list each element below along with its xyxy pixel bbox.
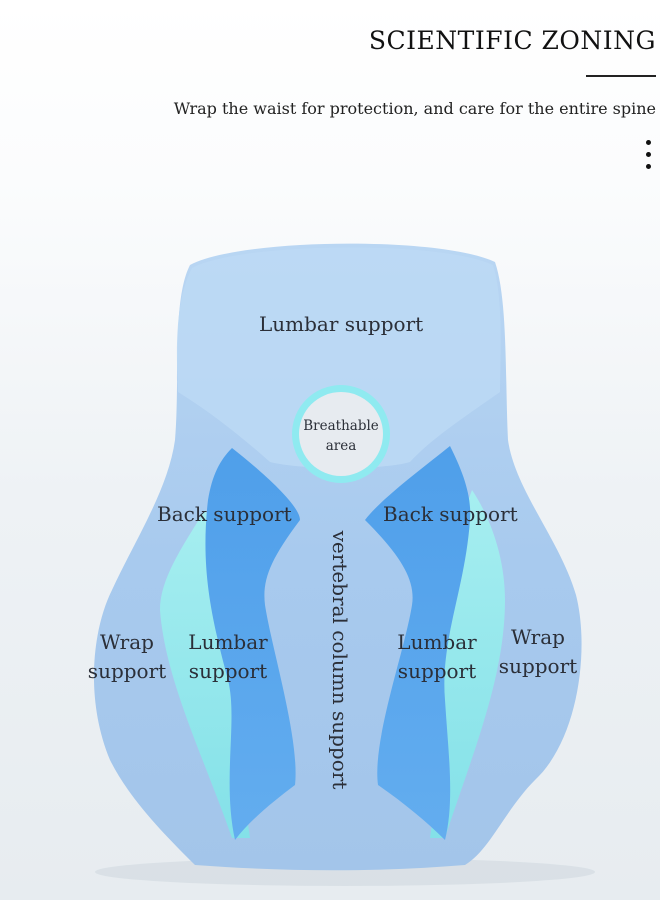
top-panel xyxy=(176,247,501,468)
back-zone-left xyxy=(205,448,300,840)
zone-label-lumbar-left: Lumbar support xyxy=(188,630,268,683)
zone-label-lumbar-top: Lumbar support xyxy=(259,312,424,336)
title-underline xyxy=(586,75,656,77)
breathable-center xyxy=(299,392,383,476)
zone-label-back-left: Back support xyxy=(157,502,292,526)
zone-label-lumbar-right: Lumbar support xyxy=(397,630,477,683)
zone-label-vertebral: vertebral column support xyxy=(328,530,352,790)
page-subtitle: Wrap the waist for protection, and care … xyxy=(173,99,656,118)
zone-label-breathable: Breathable area xyxy=(303,418,379,454)
zone-label-wrap-left: Wrap support xyxy=(87,630,167,683)
zone-label-wrap-right: Wrap support xyxy=(498,625,578,678)
more-dots-icon xyxy=(646,140,654,176)
back-zone-right xyxy=(365,446,471,840)
header: SCIENTIFIC ZONING Wrap the waist for pro… xyxy=(0,0,660,180)
page-title: SCIENTIFIC ZONING xyxy=(368,26,656,55)
zone-label-back-right: Back support xyxy=(383,502,518,526)
